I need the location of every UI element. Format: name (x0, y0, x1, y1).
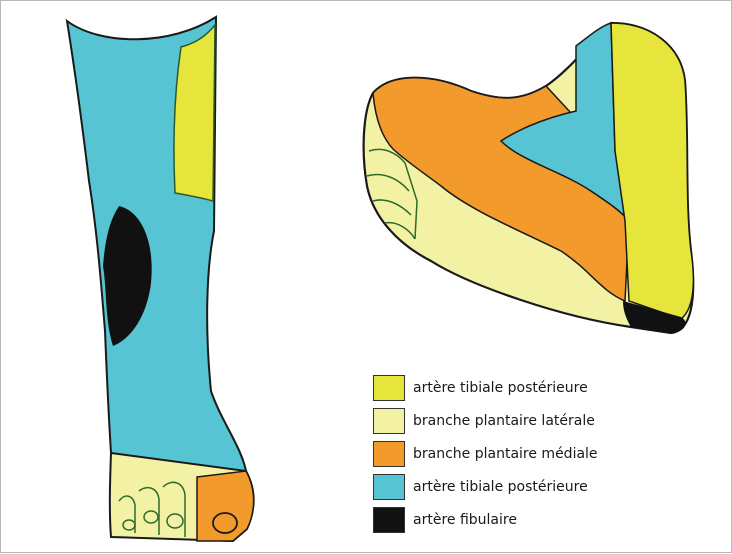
legend-label: artère tibiale postérieure (413, 479, 588, 495)
legend-swatch-yellow (373, 375, 405, 401)
legend-item: branche plantaire latérale (373, 406, 713, 436)
legend-label: branche plantaire latérale (413, 413, 595, 429)
legend-swatch-black (373, 507, 405, 533)
foot-plantar-view (364, 23, 694, 333)
leg-posterior-tibial-strip (174, 25, 215, 201)
leg-dorsal-view (67, 17, 254, 541)
legend: artère tibiale postérieure branche plant… (373, 373, 713, 538)
legend-swatch-pale-yellow (373, 408, 405, 434)
legend-item: artère tibiale postérieure (373, 472, 713, 502)
legend-label: artère fibulaire (413, 512, 517, 528)
legend-label: branche plantaire médiale (413, 446, 598, 462)
legend-item: branche plantaire médiale (373, 439, 713, 469)
legend-swatch-orange (373, 441, 405, 467)
legend-swatch-blue (373, 474, 405, 500)
leg-tibial-region (67, 17, 246, 481)
legend-item: artère tibiale postérieure (373, 373, 713, 403)
legend-label: artère tibiale postérieure (413, 380, 588, 396)
dorsal-medial-plantar-region (197, 471, 254, 541)
legend-item: artère fibulaire (373, 505, 713, 535)
